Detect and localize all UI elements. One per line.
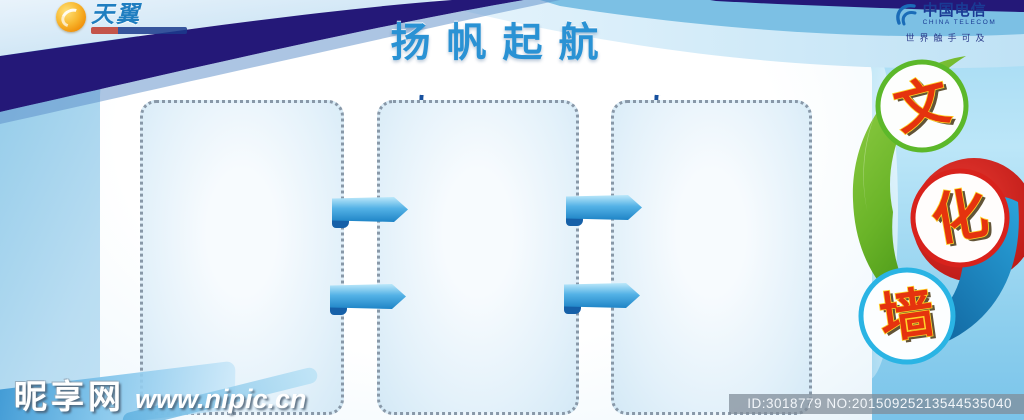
culture-wall-badges: 文 文 化 化 墙 墙 <box>852 56 1024 365</box>
badge-wen-circle <box>875 59 969 153</box>
watermark-site-url: www.nipic.cn <box>135 384 307 414</box>
connector-arrow-fold <box>330 305 347 315</box>
china-telecom-slogan: 世界触手可及 <box>905 33 990 43</box>
badge-wen-char: 文 <box>888 68 956 142</box>
connector-arrow-1-top <box>332 197 408 228</box>
china-telecom-ear-icon <box>895 4 917 26</box>
badge-hua-char: 化 <box>927 181 993 255</box>
china-telecom-name-en: CHINA TELECOM <box>922 19 997 26</box>
content-panel-3 <box>611 100 812 415</box>
tianyi-logo-text-block: 天翼 <box>91 2 187 34</box>
badge-hua-char-shadow: 化 <box>930 183 996 257</box>
connector-arrow-fold <box>332 218 349 228</box>
connector-arrow-body <box>564 283 640 308</box>
content-panel-2 <box>377 100 579 415</box>
page-title: 扬帆起航 <box>390 20 615 66</box>
connector-arrow-1-bottom <box>330 284 406 315</box>
connector-arrow-body <box>330 284 406 309</box>
content-panel-1 <box>140 100 344 415</box>
watermark: 昵享网 www.nipic.cn <box>14 370 307 418</box>
badge-qiang-circle <box>858 267 956 365</box>
connector-arrow-body <box>566 195 642 220</box>
tianyi-brand-name: 天翼 <box>91 1 141 27</box>
stock-id-bar: ID:3018779 NO:20150925213544535040 <box>729 394 1024 414</box>
badge-hua-circle <box>910 168 1010 268</box>
connector-arrow-2-top <box>566 195 642 226</box>
connector-arrow-fold <box>564 304 581 314</box>
badge-qiang-char-shadow: 墙 <box>879 283 941 353</box>
china-telecom-name-cn: 中国电信 <box>922 2 987 19</box>
china-telecom-logo-row: 中国电信 CHINA TELECOM <box>874 2 1016 28</box>
china-telecom-logo: 中国电信 CHINA TELECOM 世界触手可及 <box>874 2 1016 44</box>
badge-qiang-char: 墙 <box>876 281 938 351</box>
watermark-site-name: 昵享网 <box>14 378 125 415</box>
connector-arrow-body <box>332 197 408 222</box>
china-telecom-names: 中国电信 CHINA TELECOM <box>923 3 997 27</box>
tianyi-logo: 天翼 <box>56 2 187 34</box>
connector-arrow-fold <box>566 216 583 226</box>
tianyi-logo-icon <box>56 2 86 32</box>
connector-arrow-2-bottom <box>564 283 640 314</box>
tianyi-sub-tagline-bar <box>91 27 187 34</box>
